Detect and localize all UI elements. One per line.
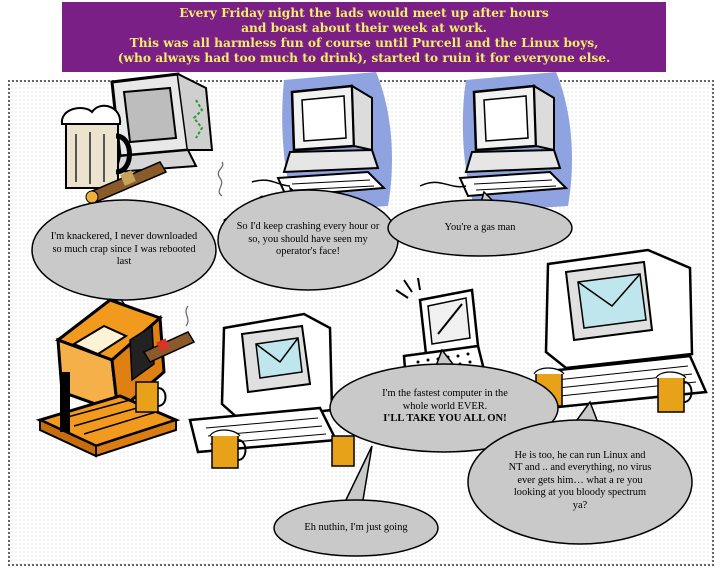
caption-banner: Every Friday night the lads would meet u… xyxy=(62,2,666,72)
beer-mug-icon xyxy=(655,371,693,413)
beer-mug-icon xyxy=(331,435,355,467)
bubble-shape-fastest xyxy=(329,348,559,453)
beer-mug-icon xyxy=(135,381,167,413)
caption-line-4: (who always had too much to drink), star… xyxy=(117,51,611,65)
email-computer-right xyxy=(533,248,708,413)
bubble-text-nothin: Eh nuthin, I'm just going xyxy=(304,521,408,533)
speech-bubble-gasman: You're a gas man xyxy=(410,218,550,238)
beer-pc-clipart xyxy=(60,72,214,204)
bubble-text-gasman: You're a gas man xyxy=(444,221,516,233)
cigar-icon xyxy=(142,305,196,363)
beer-mug-icon xyxy=(209,429,247,469)
bubble-text-crashing: So I'd keep crashing every hour or so, y… xyxy=(236,221,380,258)
speech-bubble-linux: He is too, he can run Linux and NT and .… xyxy=(508,440,652,522)
bubble-shape-crashing xyxy=(217,186,399,291)
blue-computer-1 xyxy=(217,72,392,229)
bubble-shape-nothin xyxy=(273,445,439,557)
bubble-text-knackered: I'm knackered, I never downloaded so muc… xyxy=(50,231,198,268)
caption-line-2: and boast about their week at work. xyxy=(241,21,487,35)
speech-bubble-fastest: I'm the fastest computer in the whole wo… xyxy=(350,382,540,432)
cigar-icon xyxy=(85,161,168,204)
bubble-text-linux: He is too, he can run Linux and NT and .… xyxy=(508,449,652,511)
blue-computer-2 xyxy=(419,72,572,212)
caption-line-1: Every Friday night the lads would meet u… xyxy=(179,6,549,20)
speech-bubble-knackered: I'm knackered, I never downloaded so muc… xyxy=(48,216,200,284)
bubble-text-fastest: I'm the fastest computer in the whole wo… xyxy=(382,388,508,412)
bubble-shape-gasman xyxy=(387,190,573,257)
beer-mug-icon xyxy=(60,104,132,189)
orange-pc-clipart xyxy=(35,298,196,458)
bubble-text-take-you-on: I'LL TAKE YOU ALL ON! xyxy=(383,413,507,425)
speech-bubble-nothin: Eh nuthin, I'm just going xyxy=(300,510,412,546)
caption-line-3: This was all harmless fun of course unti… xyxy=(129,36,599,50)
bubble-shape-linux xyxy=(467,400,693,545)
speech-bubble-crashing: So I'd keep crashing every hour or so, y… xyxy=(236,208,380,272)
email-computer-center xyxy=(188,312,355,469)
